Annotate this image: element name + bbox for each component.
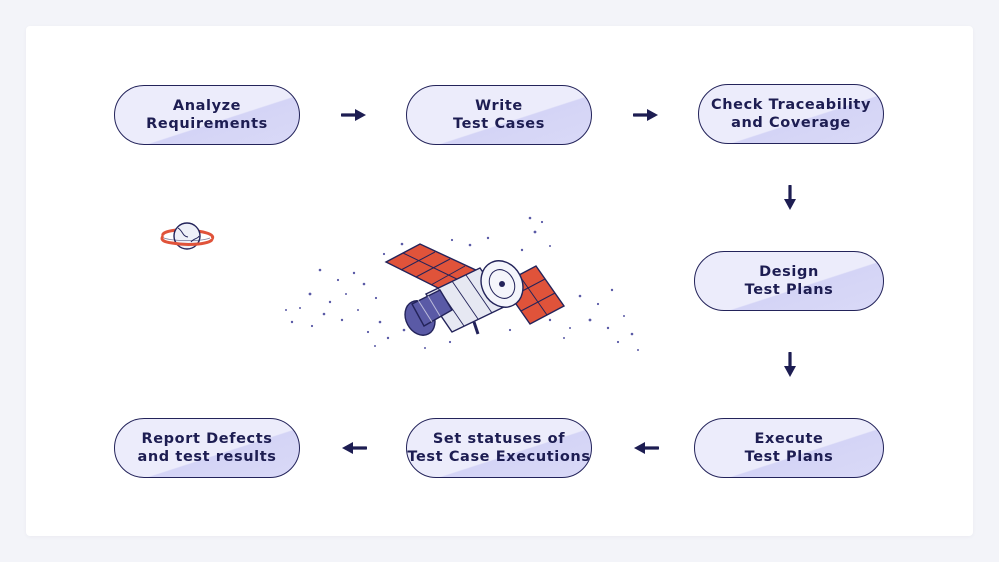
arrow-down-icon: [784, 185, 796, 210]
arrow-left-icon: [342, 442, 367, 454]
step-write-test-cases: Write Test Cases: [406, 85, 592, 145]
arrow-down-icon: [784, 352, 796, 377]
step-label: Set statuses of Test Case Executions: [407, 431, 591, 465]
step-execute-test-plans: Execute Test Plans: [694, 418, 884, 478]
step-label: Write Test Cases: [453, 98, 545, 132]
step-label: Analyze Requirements: [146, 98, 268, 132]
step-report-defects: Report Defects and test results: [114, 418, 300, 478]
step-label: Design Test Plans: [744, 264, 834, 298]
arrow-left-icon: [634, 442, 659, 454]
planet-icon: [160, 222, 215, 250]
step-set-statuses: Set statuses of Test Case Executions: [406, 418, 592, 478]
satellite-icon: [285, 216, 639, 351]
step-label: Execute Test Plans: [744, 431, 834, 465]
step-label: Report Defects and test results: [137, 431, 277, 465]
step-analyze-requirements: Analyze Requirements: [114, 85, 300, 145]
step-label: Check Traceability and Coverage: [710, 97, 871, 131]
step-design-test-plans: Design Test Plans: [694, 251, 884, 311]
arrow-right-icon: [633, 109, 658, 121]
step-check-traceability: Check Traceability and Coverage: [698, 84, 884, 144]
arrow-right-icon: [341, 109, 366, 121]
